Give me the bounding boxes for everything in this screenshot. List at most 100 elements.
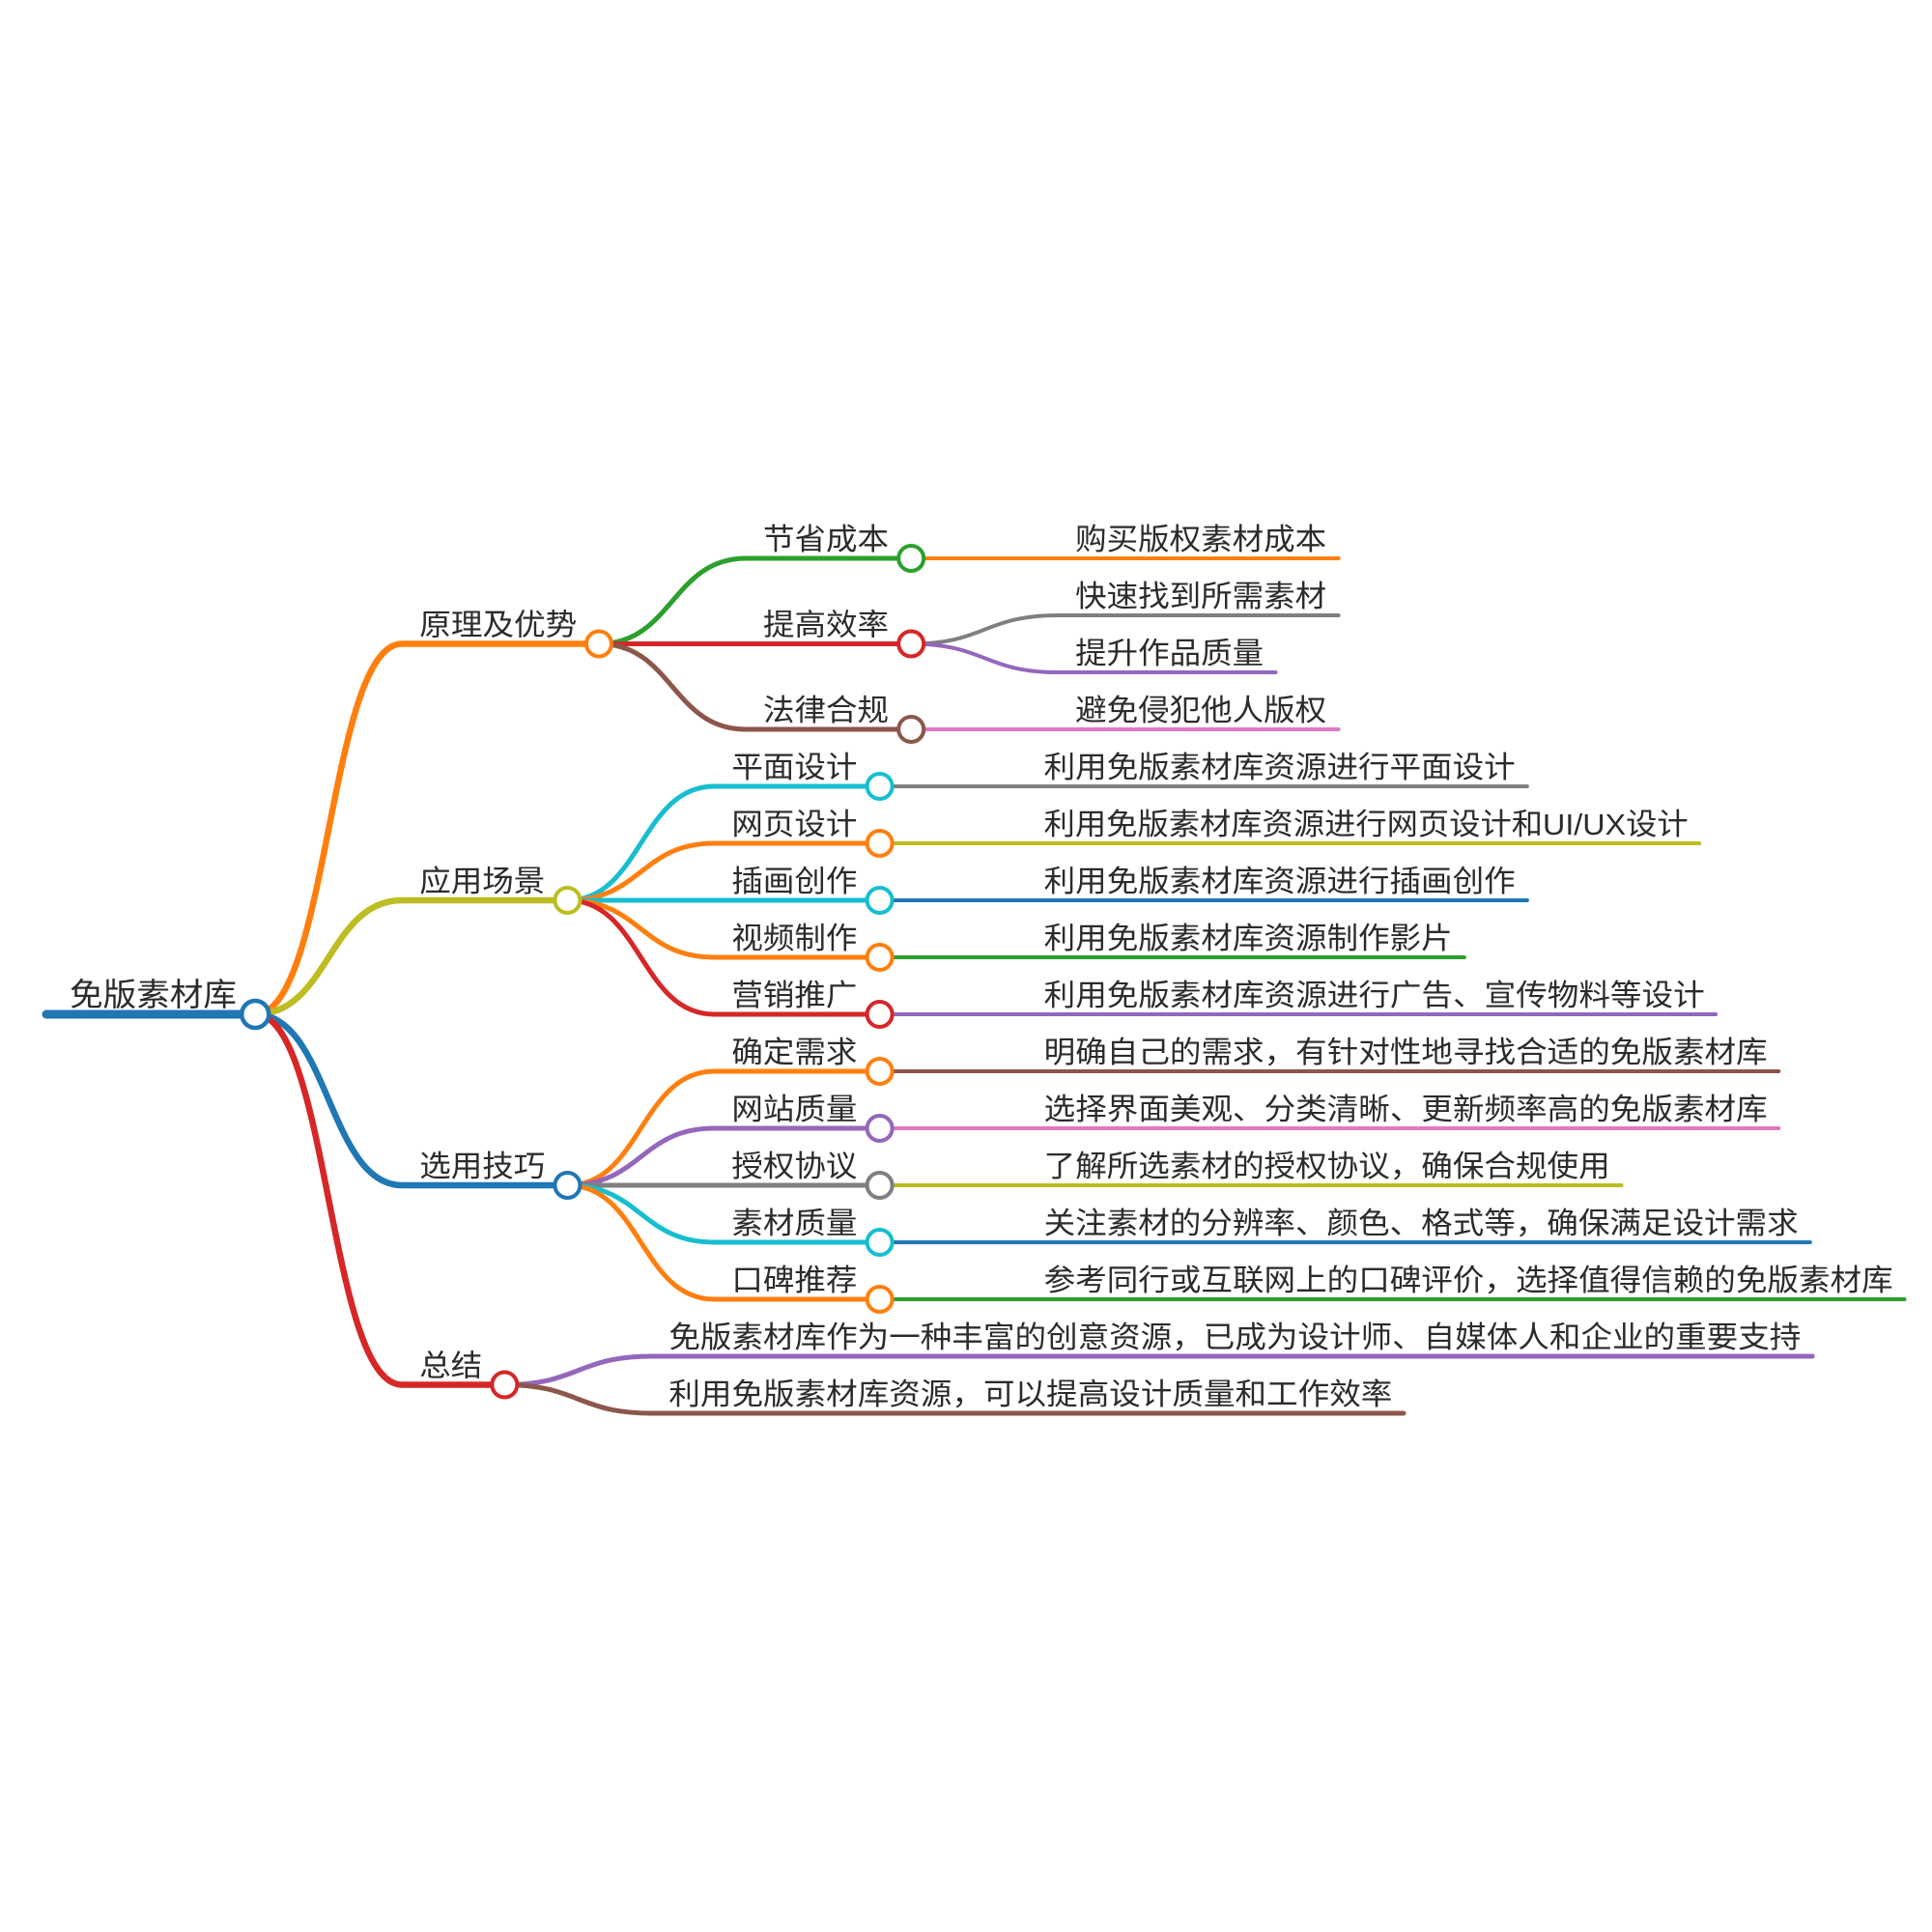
collapse-toggle-circle[interactable] [896, 629, 926, 659]
node-label[interactable]: 利用免版素材库资源制作影片 [1044, 922, 1453, 955]
branch-line [909, 641, 1278, 674]
mindmap-node: 利用免版素材库资源进行网页设计和UI/UX设计 [1044, 808, 1689, 841]
node-label[interactable]: 插画创作 [731, 865, 857, 898]
node-label[interactable]: 选用技巧 [419, 1150, 545, 1183]
node-label[interactable]: 免版素材库 [70, 977, 237, 1012]
branch-line [909, 613, 1341, 646]
mindmap-node: 利用免版素材库资源进行平面设计 [1044, 751, 1516, 784]
node-label[interactable]: 确定需求 [731, 1036, 857, 1069]
collapse-toggle-circle[interactable] [865, 1114, 895, 1143]
branch-line [564, 1182, 870, 1302]
mindmap-node: 授权协议 [731, 1150, 895, 1200]
node-label[interactable]: 利用免版素材库资源进行广告、宣传物料等设计 [1044, 979, 1705, 1012]
mindmap-node: 免版素材库 [70, 977, 271, 1031]
collapse-toggle-circle[interactable] [553, 1171, 582, 1200]
node-label[interactable]: 明确自己的需求，有针对性地寻找合适的免版素材库 [1044, 1036, 1768, 1069]
node-label[interactable]: 关注素材的分辨率、颜色、格式等，确保满足设计需求 [1044, 1207, 1799, 1240]
mindmap-node: 营销推广 [731, 979, 895, 1029]
mindmap-node: 插画创作 [731, 865, 895, 915]
node-label[interactable]: 平面设计 [731, 751, 857, 784]
branch-line [252, 640, 590, 1018]
node-label[interactable]: 应用场景 [419, 865, 545, 898]
node-label[interactable]: 利用免版素材库资源，可以提高设计质量和工作效率 [668, 1378, 1392, 1411]
node-label[interactable]: 了解所选素材的授权协议，确保合规使用 [1044, 1150, 1610, 1183]
branch-line [564, 897, 870, 960]
mindmap-node: 网站质量 [731, 1093, 895, 1143]
node-label[interactable]: 提升作品质量 [1075, 637, 1264, 670]
branch-line [501, 1353, 1815, 1387]
mindmap-node: 利用免版素材库资源，可以提高设计质量和工作效率 [668, 1378, 1392, 1411]
node-label[interactable]: 网站质量 [731, 1093, 857, 1126]
collapse-toggle-circle[interactable] [865, 1228, 895, 1257]
node-label[interactable]: 口碑推荐 [731, 1264, 857, 1297]
collapse-toggle-circle[interactable] [865, 1057, 895, 1086]
mindmap-node: 视频制作 [731, 922, 895, 972]
node-label[interactable]: 利用免版素材库资源进行插画创作 [1044, 865, 1516, 898]
node-label[interactable]: 选择界面美观、分类清晰、更新频率高的免版素材库 [1044, 1093, 1768, 1126]
branch-line [564, 840, 870, 903]
mindmap-node: 提高效率 [763, 609, 926, 659]
node-label[interactable]: 利用免版素材库资源进行网页设计和UI/UX设计 [1044, 808, 1689, 841]
node-label[interactable]: 素材质量 [731, 1207, 857, 1240]
collapse-toggle-circle[interactable] [865, 1285, 895, 1314]
collapse-toggle-circle[interactable] [865, 886, 895, 915]
node-label[interactable]: 网页设计 [731, 808, 857, 841]
mindmap-node: 明确自己的需求，有针对性地寻找合适的免版素材库 [1044, 1036, 1768, 1069]
collapse-toggle-circle[interactable] [490, 1370, 520, 1400]
node-label[interactable]: 视频制作 [731, 922, 857, 955]
collapse-toggle-circle[interactable] [865, 829, 895, 858]
collapse-toggle-circle[interactable] [865, 1000, 895, 1029]
branch-line [564, 1068, 870, 1188]
mindmap-node: 利用免版素材库资源进行插画创作 [1044, 865, 1516, 898]
collapse-toggle-circle[interactable] [896, 715, 926, 744]
branch-line [564, 1182, 870, 1245]
branch-line [252, 1010, 496, 1388]
node-label[interactable]: 避免侵犯他人版权 [1075, 694, 1326, 727]
node-label[interactable]: 授权协议 [731, 1150, 857, 1183]
node-label[interactable]: 节省成本 [763, 523, 889, 556]
node-label[interactable]: 总结 [419, 1350, 482, 1383]
collapse-toggle-circle[interactable] [865, 943, 895, 972]
mindmap-node: 快速找到所需素材 [1075, 580, 1326, 613]
mindmap-node: 节省成本 [763, 523, 926, 573]
mindmap-node: 利用免版素材库资源制作影片 [1044, 922, 1453, 955]
mindmap-node: 总结 [419, 1350, 520, 1400]
branch-links-layer [42, 555, 1907, 1416]
mindmap-node: 参考同行或互联网上的口碑评价，选择值得信赖的免版素材库 [1044, 1264, 1893, 1297]
mindmap-node: 利用免版素材库资源进行广告、宣传物料等设计 [1044, 979, 1705, 1012]
collapse-toggle-circle[interactable] [865, 772, 895, 801]
mindmap-node: 选用技巧 [419, 1150, 582, 1200]
collapse-toggle-circle[interactable] [553, 886, 582, 915]
mindmap-node: 提升作品质量 [1075, 637, 1264, 670]
collapse-toggle-circle[interactable] [240, 998, 271, 1031]
mindmap-node: 避免侵犯他人版权 [1075, 694, 1326, 727]
mindmap-node: 网页设计 [731, 808, 895, 858]
collapse-toggle-circle[interactable] [896, 544, 926, 573]
mindmap-node: 应用场景 [419, 865, 582, 915]
branch-line [252, 896, 558, 1018]
node-label[interactable]: 利用免版素材库资源进行平面设计 [1044, 751, 1516, 784]
branch-line [596, 555, 901, 646]
branch-line [252, 1010, 558, 1189]
node-label[interactable]: 原理及优势 [419, 609, 577, 642]
node-label[interactable]: 快速找到所需素材 [1075, 580, 1326, 613]
collapse-toggle-circle[interactable] [865, 1171, 895, 1200]
node-label[interactable]: 营销推广 [731, 979, 857, 1012]
mindmap-node: 平面设计 [731, 751, 895, 801]
branch-line [564, 783, 870, 903]
branch-line [501, 1382, 1406, 1416]
node-label[interactable]: 法律合规 [763, 694, 889, 727]
branch-line [564, 897, 870, 1017]
mindmap-node: 原理及优势 [419, 609, 613, 659]
branch-line [564, 1125, 870, 1188]
mindmap-node: 免版素材库作为一种丰富的创意资源，已成为设计师、自媒体人和企业的重要支持 [668, 1321, 1801, 1354]
node-label[interactable]: 参考同行或互联网上的口碑评价，选择值得信赖的免版素材库 [1044, 1264, 1893, 1297]
node-label[interactable]: 提高效率 [763, 609, 889, 642]
mindmap-node: 关注素材的分辨率、颜色、格式等，确保满足设计需求 [1044, 1207, 1799, 1240]
collapse-toggle-circle[interactable] [584, 629, 613, 659]
node-label[interactable]: 购买版权素材成本 [1075, 523, 1326, 556]
mindmap-node: 确定需求 [731, 1036, 895, 1086]
node-label[interactable]: 免版素材库作为一种丰富的创意资源，已成为设计师、自媒体人和企业的重要支持 [668, 1321, 1801, 1354]
